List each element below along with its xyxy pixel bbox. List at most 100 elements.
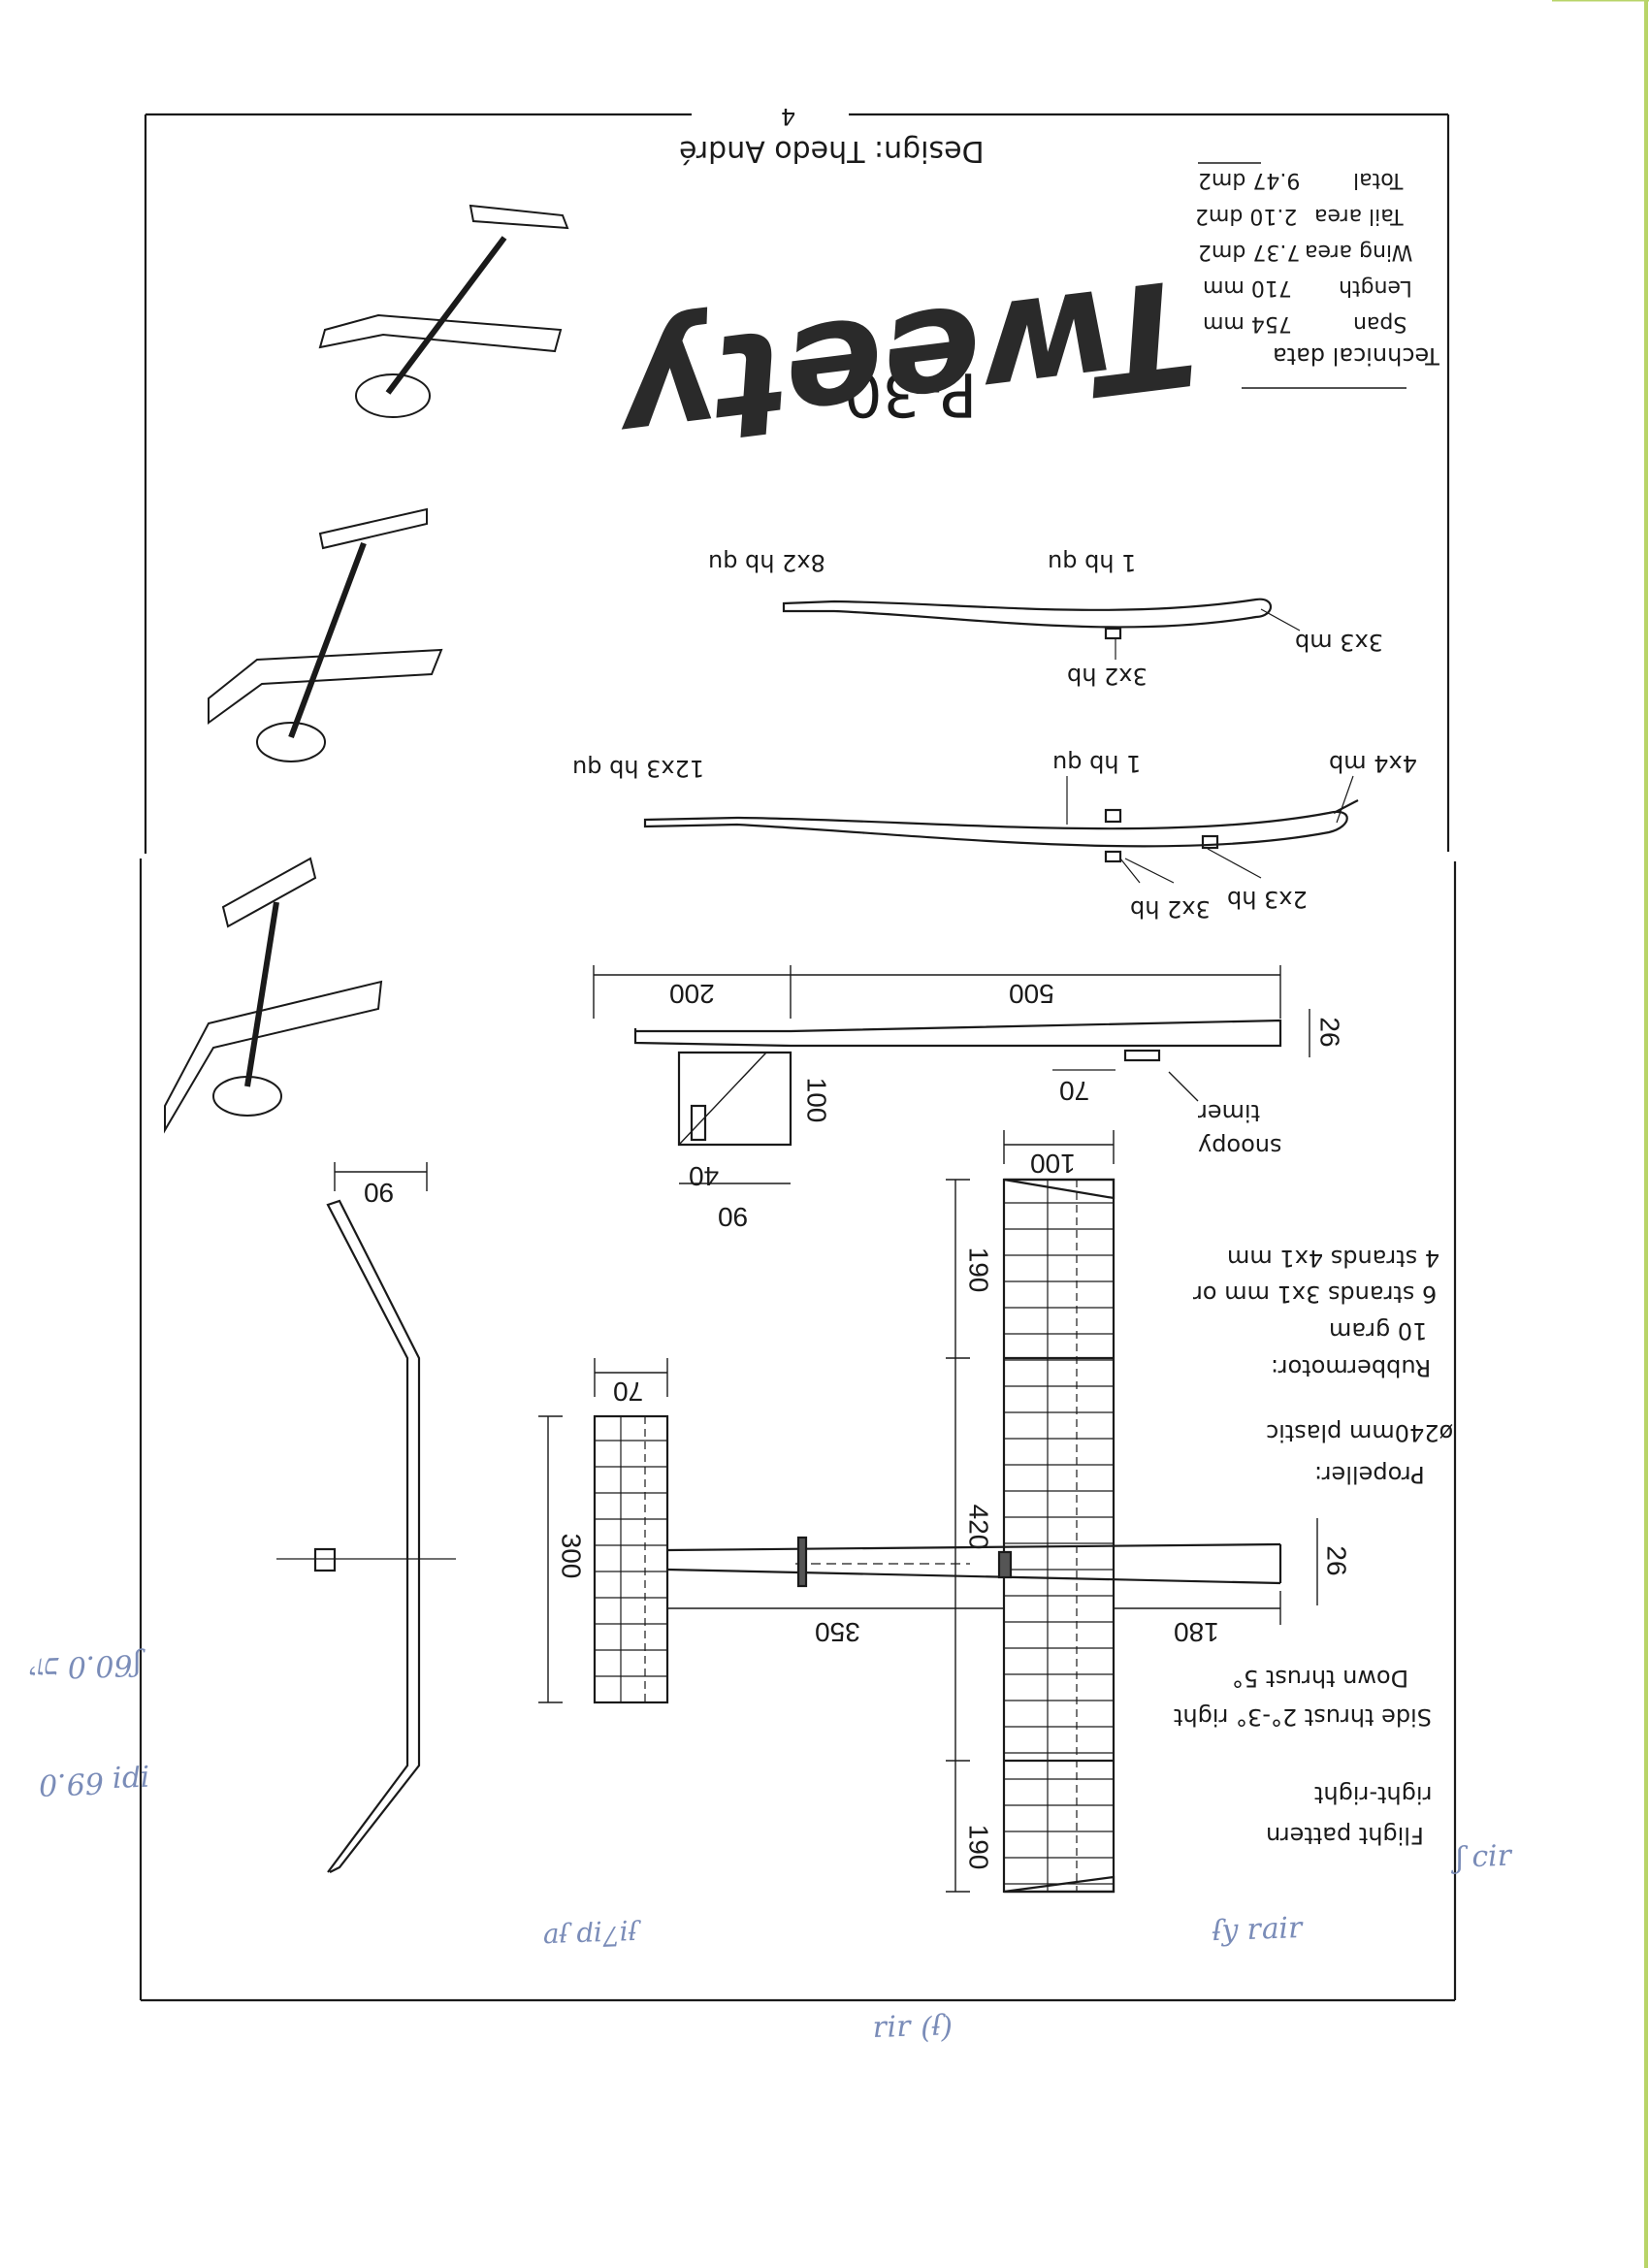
wing-spar-box-b xyxy=(1201,834,1219,850)
dim-text-500: 500 xyxy=(1009,979,1054,1009)
stab-leader-b xyxy=(1260,608,1301,632)
sketch-2-prop xyxy=(256,722,326,762)
wing-rib-label: 1 hb qu xyxy=(1052,750,1142,777)
fuselage-side xyxy=(633,1019,1282,1048)
note-trim-down: Down thrust 5° xyxy=(1232,1665,1409,1692)
tech-value-length: 710 mm xyxy=(1203,275,1292,300)
wing-profile xyxy=(643,775,1359,884)
sketch-2-wing-main xyxy=(208,648,443,725)
fin-diagonal xyxy=(678,1052,767,1146)
stab-le-label: 3x3 mb xyxy=(1295,629,1383,656)
wing-le-label: 4x4 mb xyxy=(1329,750,1417,777)
dim-text-26-side: 26 xyxy=(1314,1017,1345,1048)
stab-rib-label: 1 hb qu xyxy=(1048,549,1137,576)
handwriting-mark-4: (ɟ) ɹᴉɹ xyxy=(872,2011,954,2049)
tech-label-tail: Tail area xyxy=(1314,204,1404,228)
wing-te-label: 12x3 hb qu xyxy=(572,755,705,782)
stab-ribs xyxy=(595,1440,667,1677)
fuselage-plan-top xyxy=(666,1542,1281,1552)
fuselage-plan xyxy=(666,1536,1282,1588)
stab-airfoil xyxy=(782,598,1273,629)
handwriting-mark-3: ɟᴉ7ᴉp ɟɐ xyxy=(542,1919,638,1955)
fin-side xyxy=(677,1051,792,1147)
stab-plan-view xyxy=(593,1414,669,1704)
dim-text-100-chord: 100 xyxy=(1030,1149,1076,1179)
dim-text-100: 100 xyxy=(801,1077,832,1123)
handwriting-mark-1: ʃיוכ 60.0 xyxy=(28,1647,142,1685)
dim-text-300: 300 xyxy=(556,1533,587,1579)
side-view xyxy=(593,965,1310,1184)
timer-label: timer xyxy=(1198,1099,1261,1126)
sketch-3 xyxy=(164,857,383,1134)
handwriting-mark-6: ɹᴉɔ ʃ xyxy=(1454,1841,1513,1879)
timer-box xyxy=(1123,1049,1161,1062)
dim-text-350: 350 xyxy=(815,1617,860,1647)
tech-value-span: 754 mm xyxy=(1203,311,1292,336)
dim-text-190-b: 190 xyxy=(963,1824,994,1870)
dim-text-90-fin: 90 xyxy=(718,1202,749,1232)
tech-value-tail: 2.10 dm2 xyxy=(1195,204,1298,228)
plan-dims xyxy=(538,1130,1318,1893)
tech-value-wing: 7.37 dm2 xyxy=(1198,240,1301,264)
wing-leader-c xyxy=(1207,848,1262,879)
wing-leader-b xyxy=(1124,858,1175,884)
sketch-3-stab xyxy=(221,857,317,928)
dim-text-200: 200 xyxy=(669,979,715,1009)
dim-text-190-a: 190 xyxy=(963,1247,994,1293)
wing-le-spar xyxy=(1333,799,1359,814)
tech-label-wing: Wing area xyxy=(1305,240,1413,264)
frame-lines xyxy=(139,113,1457,2002)
note-trim-pattern-2: right-right xyxy=(1314,1781,1433,1808)
perspective-sketches xyxy=(164,204,569,1134)
dim-text-180: 180 xyxy=(1174,1617,1219,1647)
design-credit: Design: Thedo André xyxy=(679,134,985,168)
handwriting-mark-5: ɹᴉɐɹ ʎɟ xyxy=(1212,1914,1305,1952)
note-prop-1: Propeller: xyxy=(1314,1461,1425,1488)
wing-spar-label-b: 3x2 hb xyxy=(1130,895,1211,923)
sketch-2-stab xyxy=(318,507,428,550)
hook-block xyxy=(796,1536,808,1588)
note-trim-side: Side thrust 2°-3° right xyxy=(1174,1703,1432,1731)
sketch-3-wing-main xyxy=(164,980,383,1134)
wing-plan-view xyxy=(1002,1178,1116,1894)
tech-heading: Technical data xyxy=(1273,342,1439,370)
wing-spar-label-a: 2x3 hb xyxy=(1227,886,1308,913)
note-rubber-1: Rubbermotor: xyxy=(1271,1354,1432,1381)
sketch-1-stab xyxy=(469,204,569,230)
stab-spar-box xyxy=(1104,627,1122,640)
stab-profile xyxy=(782,598,1301,660)
stab-te-label: 8x2 hb qu xyxy=(708,549,825,576)
sketch-3-fuselage xyxy=(244,901,279,1087)
note-prop-2: ø240mm plastic xyxy=(1266,1419,1454,1446)
stab-outline xyxy=(593,1414,669,1704)
timer-leader xyxy=(1168,1071,1199,1102)
wing-leader-a xyxy=(1119,858,1141,884)
dim-text-420: 420 xyxy=(963,1504,994,1550)
page-number: 4 xyxy=(781,103,796,130)
sketch-2 xyxy=(208,507,443,762)
wing-spar-box-c xyxy=(1104,850,1122,863)
dim-text-26-plan: 26 xyxy=(1321,1545,1352,1576)
sketch-1-wing-main xyxy=(318,313,563,353)
wing-mount xyxy=(997,1550,1013,1579)
sketch-1 xyxy=(318,204,569,418)
note-rubber-2: 10 gram xyxy=(1329,1317,1428,1345)
front-prop-hub xyxy=(313,1547,337,1572)
wing-front-outline xyxy=(326,1199,421,1873)
dim-text-70-stab: 70 xyxy=(613,1377,644,1407)
wing-spar-box-a xyxy=(1104,808,1122,824)
dim-text-90-dihedral: 90 xyxy=(364,1178,395,1208)
tech-value-total: 9.47 dm2 xyxy=(1198,168,1301,192)
dim-text-40: 40 xyxy=(689,1161,720,1191)
snoopy-label: snoopy xyxy=(1198,1133,1282,1160)
sketch-2-fuselage xyxy=(288,541,367,739)
note-trim-pattern-1: Flight pattern xyxy=(1266,1822,1424,1849)
tech-label-total: Total xyxy=(1353,168,1404,192)
tech-label-length: Length xyxy=(1339,275,1412,300)
note-rubber-3: 6 strands 3x1 mm or xyxy=(1193,1280,1438,1308)
fin-rudder xyxy=(690,1104,707,1142)
wing-airfoil xyxy=(643,810,1348,848)
